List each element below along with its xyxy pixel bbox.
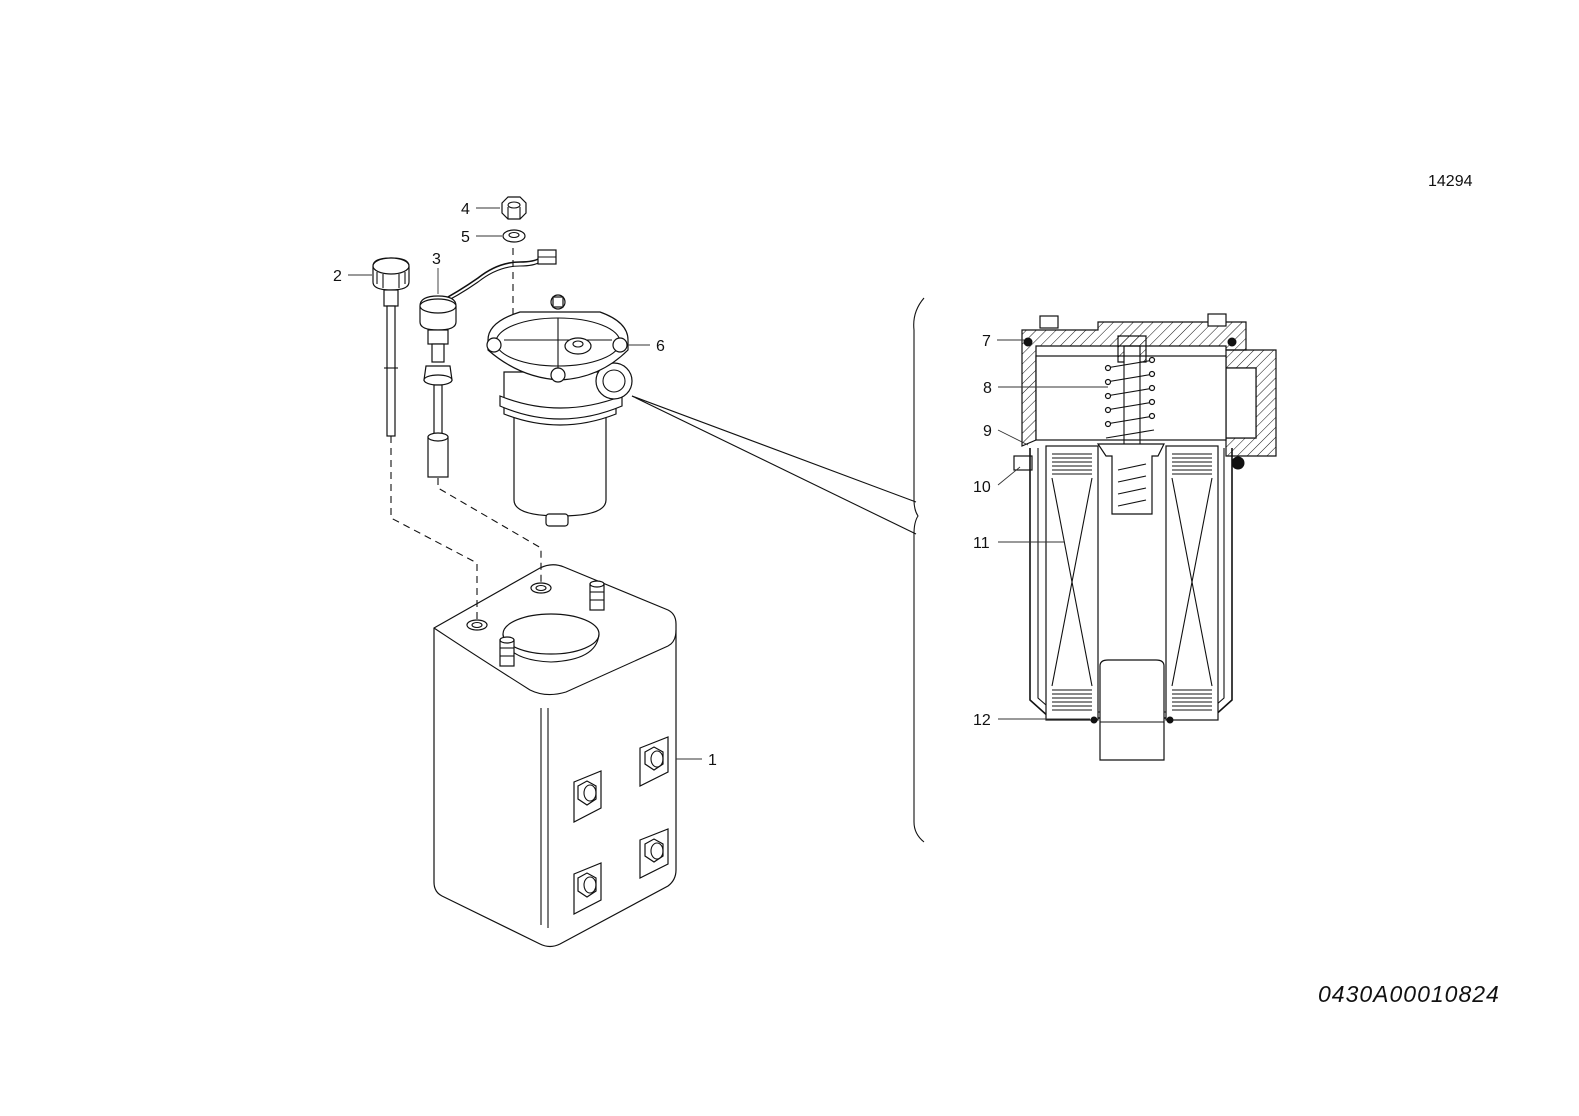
callout-6: 6 (656, 338, 665, 355)
callout-4: 4 (461, 201, 470, 218)
callout-11: 11 (973, 535, 990, 552)
filter-element (1165, 445, 1219, 721)
return-filter-assembly (486, 294, 633, 527)
figure-code: 14294 (1428, 173, 1473, 190)
callout-3: 3 (432, 251, 441, 268)
washer (502, 229, 526, 243)
port-fitting (573, 862, 602, 915)
document-number: 0430A00010824 (1318, 981, 1500, 1007)
callout-10: 10 (973, 479, 991, 496)
callout-1: 1 (708, 752, 717, 769)
callout-7: 7 (982, 333, 991, 350)
port-fitting (573, 770, 602, 823)
dipstick-breather (372, 257, 410, 437)
bypass-spring (1104, 356, 1156, 439)
callout-9: 9 (983, 423, 992, 440)
hydraulic-tank (433, 564, 677, 948)
port-fitting (639, 736, 669, 787)
callout-5: 5 (461, 229, 470, 246)
callout-2: 2 (333, 268, 342, 285)
callout-8: 8 (983, 380, 992, 397)
assembly-line (390, 436, 478, 620)
level-sensor (419, 249, 557, 478)
hex-nut (501, 196, 527, 220)
filter-element (1045, 445, 1099, 721)
port-fitting (639, 828, 669, 879)
filter-section-view (1013, 313, 1277, 761)
callout-12: 12 (973, 712, 991, 729)
assembly-line (437, 478, 542, 584)
